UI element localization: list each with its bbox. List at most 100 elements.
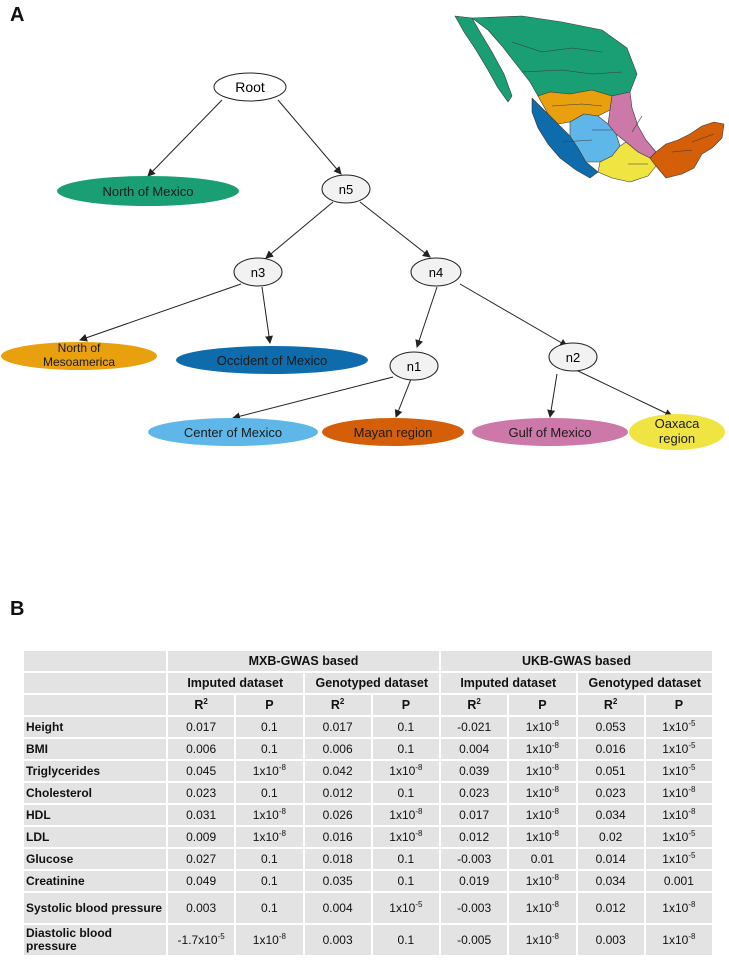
table-cell: 0.045 <box>168 761 235 781</box>
edge-n2-gulf <box>547 373 558 418</box>
map-region-north-baja <box>454 15 513 103</box>
svg-text:n5: n5 <box>339 182 353 197</box>
edge-n5-n4 <box>359 201 431 258</box>
table-cell: 0.1 <box>236 783 303 803</box>
table-cell: 0.004 <box>441 739 508 759</box>
row-label: Glucose <box>24 849 166 869</box>
header-p: P <box>645 695 712 715</box>
table-cell: 0.01 <box>509 849 576 869</box>
table-cell: 0.016 <box>577 739 644 759</box>
row-label: Triglycerides <box>24 761 166 781</box>
table-cell: 0.004 <box>304 893 371 923</box>
table-cell: 1x10-5 <box>645 761 712 781</box>
table-cell: 0.026 <box>304 805 371 825</box>
table-cell: 0.019 <box>441 871 508 891</box>
table-cell: 0.1 <box>372 717 439 737</box>
row-label: HDL <box>24 805 166 825</box>
table-cell: 1x10-8 <box>645 925 712 955</box>
table-cell: 0.003 <box>577 925 644 955</box>
table-cell: 0.017 <box>168 717 235 737</box>
header-r2: R2 <box>304 695 371 715</box>
table-cell: 0.1 <box>372 739 439 759</box>
table-cell: 0.023 <box>577 783 644 803</box>
table-cell: 0.1 <box>372 783 439 803</box>
edge-n3-occident <box>261 286 273 344</box>
leaf-mayan-region: Mayan region <box>322 418 464 446</box>
leaf-center-of-mexico: Center of Mexico <box>148 418 318 446</box>
leaf-north-of-mexico: North of Mexico <box>57 176 239 206</box>
row-label: LDL <box>24 827 166 847</box>
table-cell: 0.014 <box>577 849 644 869</box>
table-cell: 0.1 <box>236 849 303 869</box>
row-label: Cholesterol <box>24 783 166 803</box>
table-cell: 0.016 <box>304 827 371 847</box>
table-cell: 1x10-8 <box>645 805 712 825</box>
header-mxb-genotyped: Genotyped dataset <box>304 673 439 693</box>
table-cell: -0.003 <box>441 849 508 869</box>
map-region-mayan <box>649 121 725 179</box>
node-n5: n5 <box>321 174 371 204</box>
table-cell: 0.049 <box>168 871 235 891</box>
edge-n1-center <box>232 376 394 421</box>
table-cell: 0.039 <box>441 761 508 781</box>
edge-n2-oaxaca <box>575 369 673 417</box>
table-cell: 0.018 <box>304 849 371 869</box>
table-cell: 1x10-8 <box>236 761 303 781</box>
edge-root-north <box>147 99 223 177</box>
svg-text:n3: n3 <box>251 265 265 280</box>
table-cell: 0.012 <box>304 783 371 803</box>
table-cell: 0.1 <box>372 925 439 955</box>
table-cell: 1x10-5 <box>372 893 439 923</box>
table-cell: -0.003 <box>441 893 508 923</box>
table-cell: 0.034 <box>577 871 644 891</box>
table-cell: 1x10-8 <box>509 893 576 923</box>
header-p: P <box>372 695 439 715</box>
table-cell: 0.034 <box>577 805 644 825</box>
svg-text:region: region <box>659 431 695 446</box>
header-corner-3 <box>24 695 166 715</box>
table-cell: 0.023 <box>168 783 235 803</box>
mexico-regions-map <box>454 15 725 183</box>
table-cell: 0.003 <box>168 893 235 923</box>
header-p: P <box>236 695 303 715</box>
prediction-results-table: MXB-GWAS based UKB-GWAS based Imputed da… <box>22 649 714 957</box>
svg-text:Oaxaca: Oaxaca <box>655 416 701 431</box>
leaf-occident-of-mexico: Occident of Mexico <box>176 346 368 374</box>
table-cell: 0.017 <box>441 805 508 825</box>
table-cell: 1x10-8 <box>372 761 439 781</box>
table-cell: 0.031 <box>168 805 235 825</box>
tree-edges <box>79 99 673 421</box>
svg-text:Root: Root <box>235 79 265 95</box>
svg-text:n1: n1 <box>407 359 421 374</box>
panel-b-label: B <box>10 598 25 620</box>
table-cell: 0.1 <box>236 871 303 891</box>
table-cell: 1x10-8 <box>509 925 576 955</box>
row-label: Creatinine <box>24 871 166 891</box>
table-cell: 0.006 <box>304 739 371 759</box>
table-cell: 1x10-8 <box>236 827 303 847</box>
node-root: Root <box>213 72 287 102</box>
table-cell: 0.053 <box>577 717 644 737</box>
table-cell: 0.1 <box>236 717 303 737</box>
table-cell: 0.1 <box>372 871 439 891</box>
table-cell: 1x10-5 <box>645 739 712 759</box>
table-cell: 0.042 <box>304 761 371 781</box>
header-ukb-gwas: UKB-GWAS based <box>441 651 712 671</box>
table-cell: 0.1 <box>236 893 303 923</box>
map-state-borders <box>511 41 715 165</box>
leaf-gulf-of-mexico: Gulf of Mexico <box>472 418 628 446</box>
header-mxb-imputed: Imputed dataset <box>168 673 303 693</box>
header-ukb-genotyped: Genotyped dataset <box>577 673 712 693</box>
panel-a-label: A <box>10 4 25 26</box>
header-mxb-gwas: MXB-GWAS based <box>168 651 439 671</box>
table-cell: 0.009 <box>168 827 235 847</box>
leaf-oaxaca-region: Oaxaca region <box>629 414 725 450</box>
svg-text:North of Mexico: North of Mexico <box>102 184 193 199</box>
table-cell: 0.012 <box>577 893 644 923</box>
